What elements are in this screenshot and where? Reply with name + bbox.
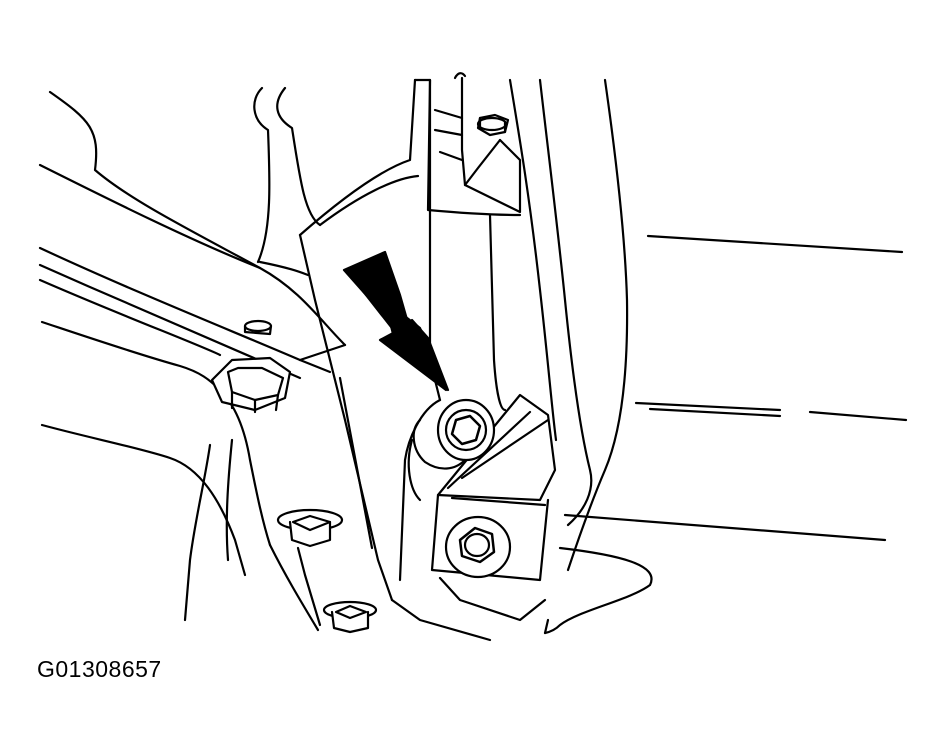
bracket-bolt-icon [444,515,512,579]
washer-bolt-icon [276,508,344,548]
arrow-icon [342,250,450,392]
right-body-lines [543,234,908,635]
large-bolt-icon [210,319,292,414]
upright-member [253,78,522,602]
figure-id-label: G01308657 [37,656,162,682]
misc-lines [296,72,467,627]
bolt-icon [476,113,510,137]
upper-bracket [433,76,522,214]
right-rails [428,78,629,572]
bottom-bolt-icon [322,600,378,634]
target-bolt-icon [407,398,496,502]
lower-bracket [390,393,557,642]
